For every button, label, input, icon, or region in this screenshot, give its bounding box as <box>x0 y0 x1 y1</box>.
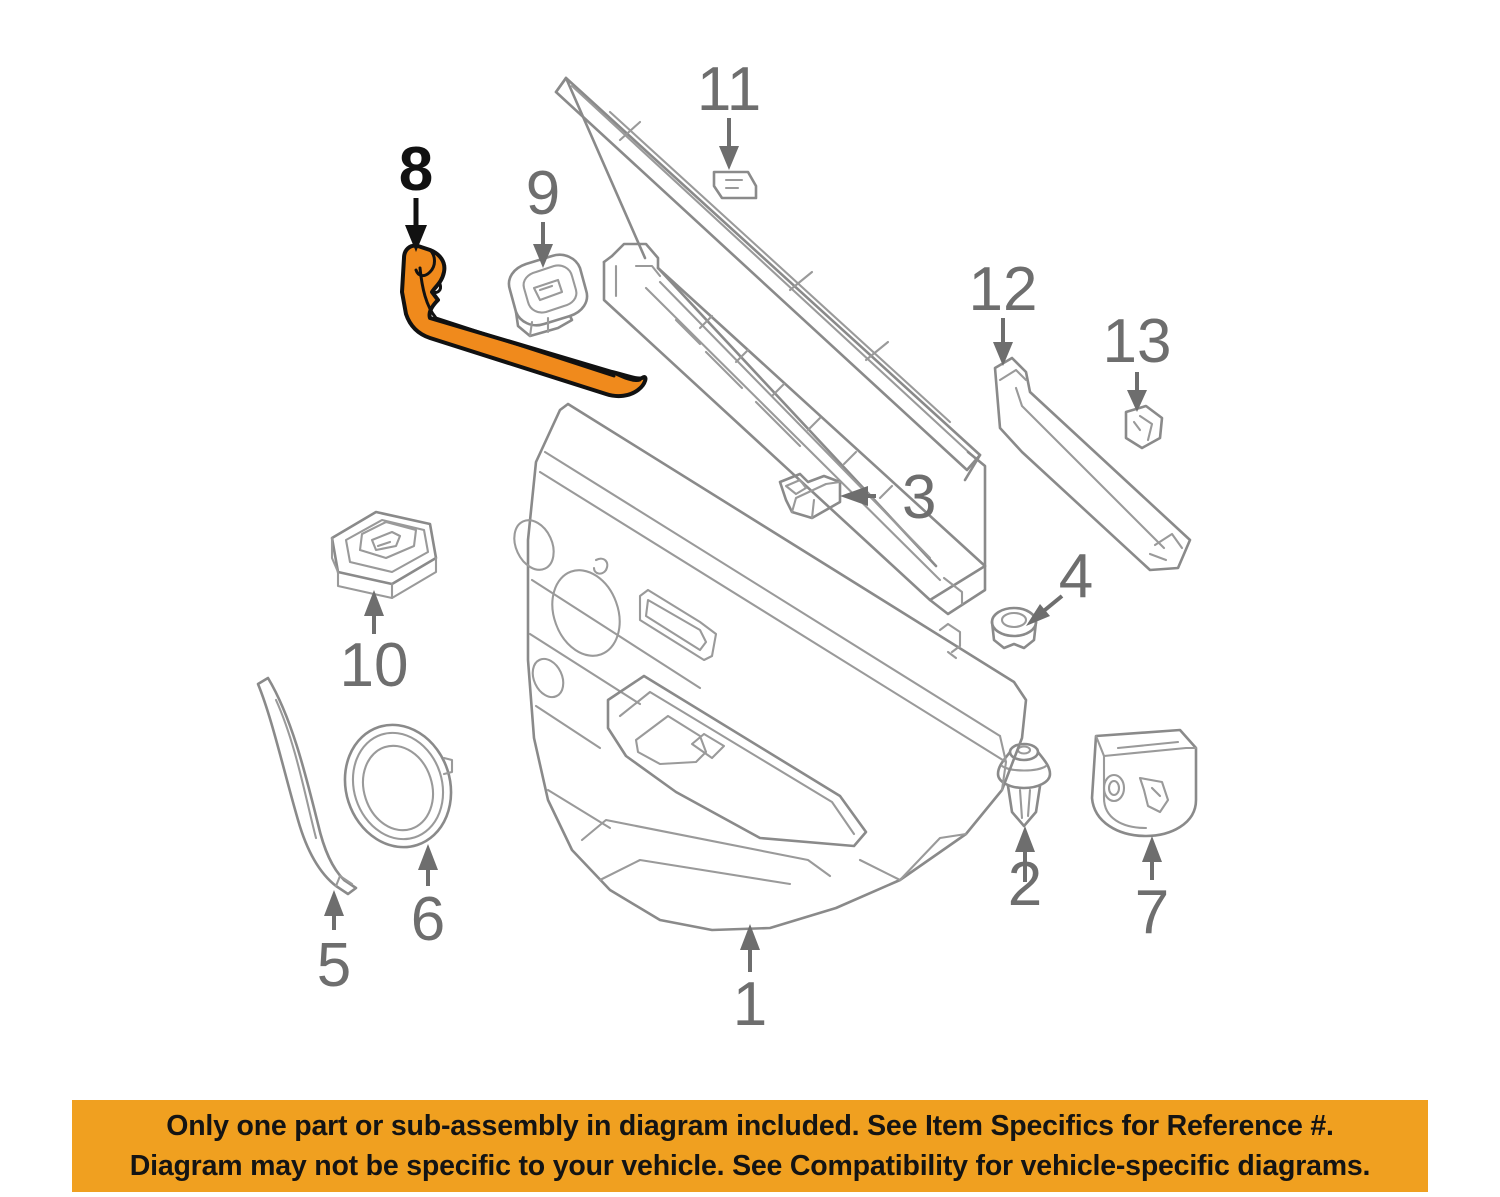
part-8-upper-door-trim-molding <box>400 243 648 399</box>
part-12-shade-side-guide-rail <box>993 356 1192 572</box>
callout-label-3: 3 <box>902 463 936 532</box>
callout-label-11: 11 <box>697 55 761 124</box>
callout-label-5: 5 <box>317 931 351 1000</box>
callout-9: 9 <box>526 159 560 268</box>
part-11-rear-window-sun-shade <box>554 76 987 616</box>
callout-7: 7 <box>1135 836 1169 947</box>
callout-11: 11 <box>697 55 761 170</box>
callout-5: 5 <box>317 890 351 1000</box>
part-5-curved-trim-strip <box>256 676 358 896</box>
disclaimer-line-2: Diagram may not be specific to your vehi… <box>129 1150 1371 1182</box>
callout-4: 4 <box>1026 542 1093 626</box>
callout-label-1: 1 <box>733 970 767 1039</box>
part-2-push-in-retainer-clip <box>996 742 1052 828</box>
callout-label-4: 4 <box>1059 542 1093 611</box>
callout-label-10: 10 <box>340 631 409 700</box>
callout-label-7: 7 <box>1135 878 1169 947</box>
callout-10: 10 <box>340 590 409 700</box>
callout-6: 6 <box>411 844 445 954</box>
part-7-door-pull-handle-cover <box>1090 728 1198 838</box>
callout-label-2: 2 <box>1008 850 1042 919</box>
disclaimer-banner: Only one part or sub-assembly in diagram… <box>72 1100 1428 1192</box>
part-6-speaker-grille-ring <box>343 723 454 849</box>
callout-2: 2 <box>1008 826 1042 919</box>
exploded-parts-diagram: 1 2 3 4 5 6 <box>256 55 1198 1039</box>
callout-label-8: 8 <box>399 135 433 204</box>
callout-label-9: 9 <box>526 159 560 228</box>
part-13-small-guide-clip <box>1124 404 1164 450</box>
part-1-door-trim-panel <box>513 402 1028 932</box>
part-3-trim-bracket-clip <box>778 472 842 520</box>
callout-label-12: 12 <box>969 255 1038 324</box>
callout-12: 12 <box>969 255 1038 366</box>
callout-13: 13 <box>1103 307 1172 412</box>
part-10-window-switch-bezel <box>330 510 438 600</box>
part-4-round-grommet-plug <box>990 606 1038 650</box>
part-9-square-mounting-clip <box>507 253 589 338</box>
callout-1: 1 <box>733 924 767 1039</box>
disclaimer-line-1: Only one part or sub-assembly in diagram… <box>166 1110 1334 1142</box>
callout-8: 8 <box>399 135 433 252</box>
callout-label-6: 6 <box>411 885 445 954</box>
callout-3: 3 <box>840 463 936 532</box>
callout-label-13: 13 <box>1103 307 1172 376</box>
